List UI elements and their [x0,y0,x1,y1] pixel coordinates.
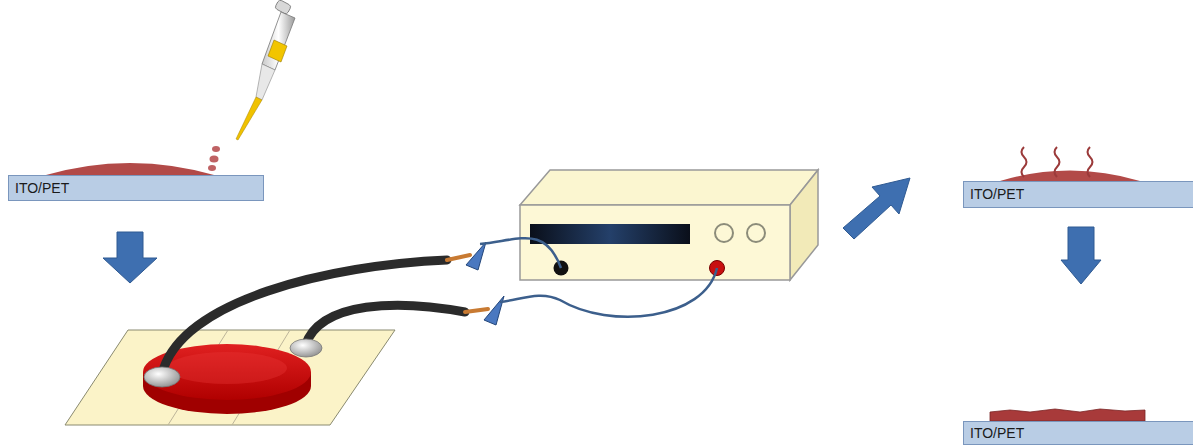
cables [162,255,488,374]
silver-contacts [144,339,322,387]
layer-label: ITO/PET [15,180,263,196]
layer-label: ITO/PET [970,425,1193,441]
heat-waves [1022,147,1093,177]
pipette [236,0,295,140]
electrode-pad [65,330,395,425]
test-leads [480,238,717,317]
substrate-layer: ITO/PET [8,175,264,201]
block-arrow [843,178,910,239]
power-supply [520,170,818,280]
block-arrow [1061,227,1101,284]
substrate-layer: ITO/PET [963,421,1193,445]
substrate-layer: ITO/PET [963,181,1193,208]
block-arrow [103,232,157,283]
probe-clips [466,242,504,325]
layer-label: ITO/PET [970,186,1193,202]
dried-film [990,409,1145,421]
droplets [208,146,220,171]
